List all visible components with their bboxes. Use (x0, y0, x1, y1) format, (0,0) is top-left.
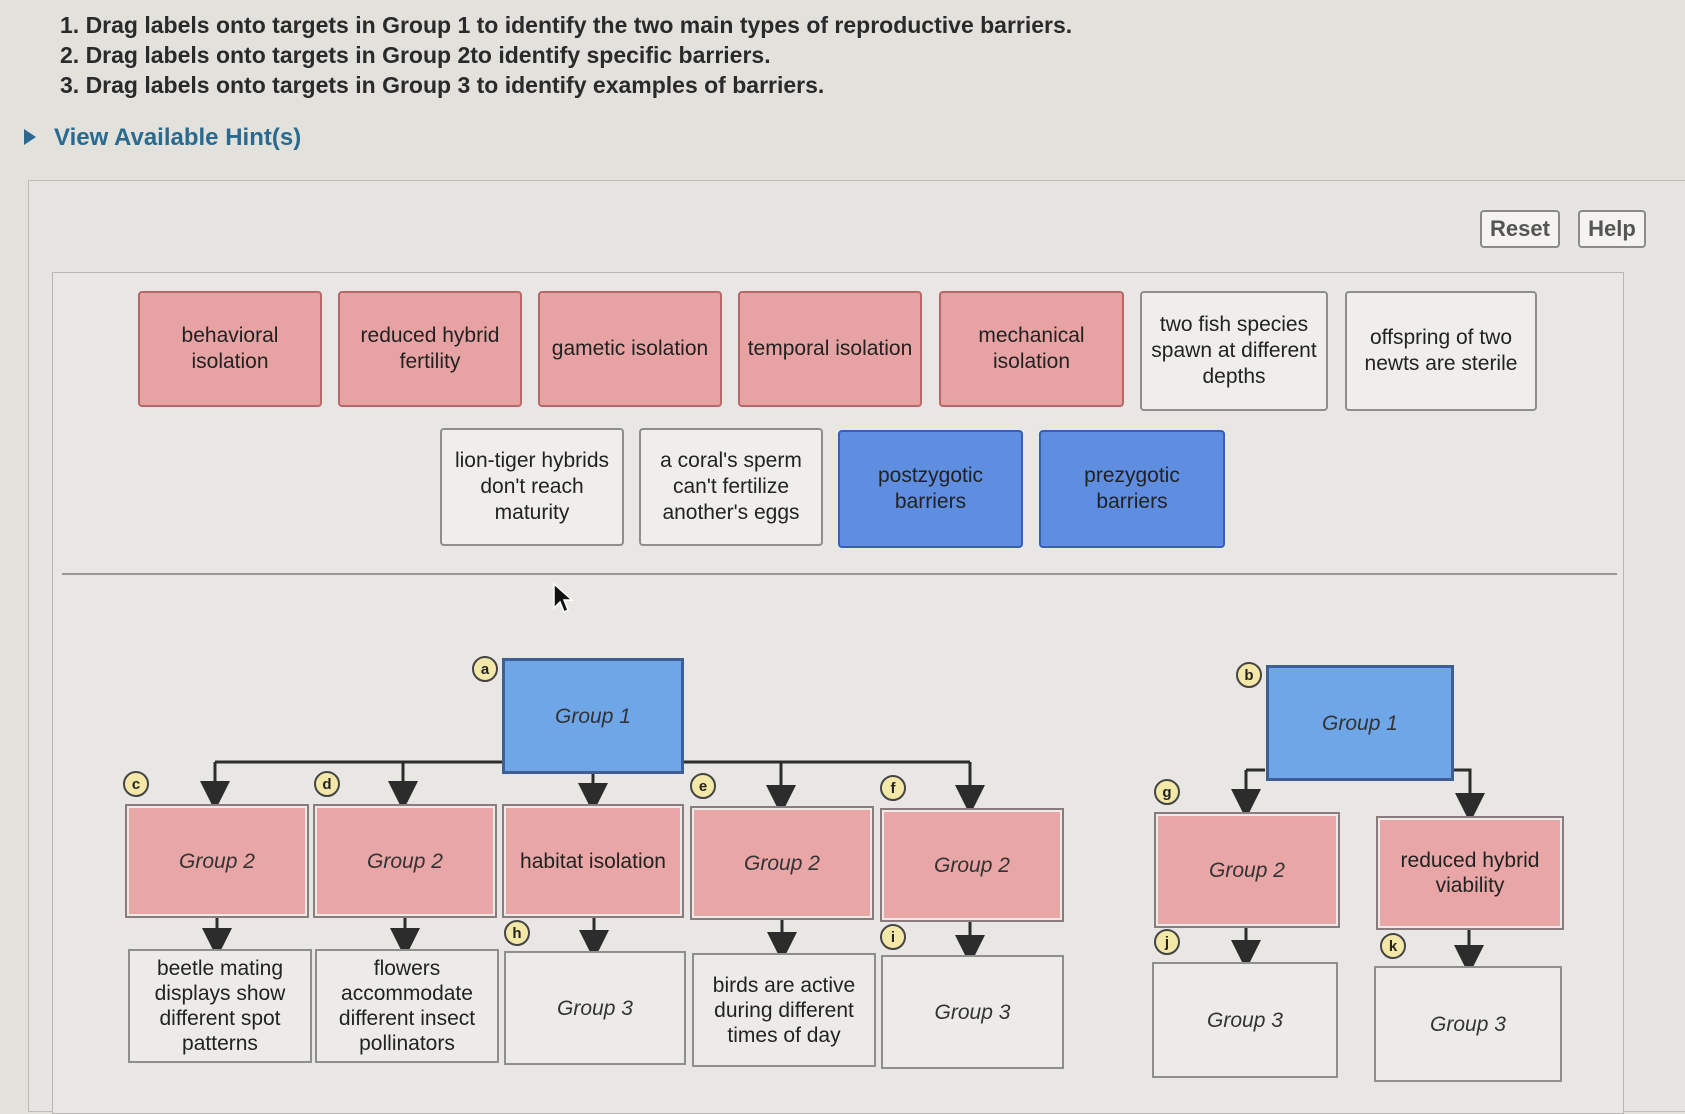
drop-target-group2-f[interactable]: Group 2 (880, 808, 1064, 922)
badge-f: f (880, 775, 906, 801)
label-newt-offspring-sterile[interactable]: offspring of two newts are sterile (1345, 291, 1537, 411)
expand-triangle-icon (24, 128, 36, 145)
badge-e: e (690, 773, 716, 799)
placeholder-text: Group 3 (557, 996, 633, 1020)
placeholder-text: Group 3 (934, 1000, 1011, 1024)
placed-label-text: reduced hybrid viability (1400, 849, 1540, 897)
drop-target-group2-e[interactable]: Group 2 (690, 806, 874, 920)
instruction-2: 2. Drag labels onto targets in Group 2to… (60, 42, 771, 68)
placeholder-text: Group 2 (934, 853, 1010, 877)
badge-g: g (1154, 779, 1180, 805)
label-fish-spawn-depths[interactable]: two fish species spawn at different dept… (1140, 291, 1328, 411)
placed-label-flowers-pollinators[interactable]: flowers accommodate different insect pol… (315, 949, 499, 1063)
drop-target-group3-i[interactable]: Group 3 (881, 955, 1064, 1069)
placed-label-habitat-isolation[interactable]: habitat isolation (502, 804, 684, 918)
placed-label-text: beetle mating displays show different sp… (154, 957, 286, 1055)
placed-label-reduced-hybrid-viability[interactable]: reduced hybrid viability (1376, 816, 1564, 930)
placed-label-beetle-mating[interactable]: beetle mating displays show different sp… (128, 949, 312, 1063)
badge-d: d (314, 771, 340, 797)
instruction-3: 3. Drag labels onto targets in Group 3 t… (60, 72, 825, 98)
placed-label-birds-active[interactable]: birds are active during different times … (692, 953, 876, 1067)
placeholder-text: Group 1 (1322, 711, 1398, 735)
instructions-list: 1. Drag labels onto targets in Group 1 t… (60, 10, 1072, 100)
placeholder-text: Group 2 (1209, 858, 1285, 882)
badge-b: b (1236, 662, 1262, 688)
label-behavioral-isolation[interactable]: behavioral isolation (138, 291, 322, 407)
drop-target-group2-g[interactable]: Group 2 (1154, 812, 1340, 928)
badge-a: a (472, 656, 498, 682)
badge-i: i (880, 924, 906, 950)
label-gametic-isolation[interactable]: gametic isolation (538, 291, 722, 407)
placeholder-text: Group 2 (179, 849, 255, 873)
view-hints-label: View Available Hint(s) (54, 124, 302, 151)
view-hints-link[interactable]: View Available Hint(s) (24, 124, 301, 152)
label-postzygotic-barriers[interactable]: postzygotic barriers (838, 430, 1023, 548)
badge-j: j (1154, 929, 1180, 955)
reset-button[interactable]: Reset (1480, 210, 1560, 248)
label-coral-sperm[interactable]: a coral's sperm can't fertilize another'… (639, 428, 823, 546)
label-reduced-hybrid-fertility[interactable]: reduced hybrid fertility (338, 291, 522, 407)
placed-label-text: birds are active during different times … (712, 973, 856, 1047)
drop-target-group2-c[interactable]: Group 2 (125, 804, 309, 918)
label-prezygotic-barriers[interactable]: prezygotic barriers (1039, 430, 1225, 548)
placeholder-text: Group 3 (1430, 1012, 1506, 1036)
label-bank-divider (62, 573, 1617, 575)
drop-target-group2-d[interactable]: Group 2 (313, 804, 497, 918)
drop-target-group3-h[interactable]: Group 3 (504, 951, 686, 1065)
label-mechanical-isolation[interactable]: mechanical isolation (939, 291, 1124, 407)
badge-k: k (1380, 933, 1406, 959)
placeholder-text: Group 2 (367, 849, 443, 873)
badge-h: h (504, 920, 530, 946)
drop-target-group1-a[interactable]: Group 1 (502, 658, 684, 774)
placeholder-text: Group 3 (1207, 1008, 1283, 1032)
drop-target-group1-b[interactable]: Group 1 (1266, 665, 1454, 781)
mouse-pointer-icon (553, 582, 574, 614)
label-temporal-isolation[interactable]: temporal isolation (738, 291, 922, 407)
badge-c: c (123, 771, 149, 797)
help-button[interactable]: Help (1578, 210, 1646, 248)
drop-target-group3-k[interactable]: Group 3 (1374, 966, 1562, 1082)
label-lion-tiger-hybrids[interactable]: lion-tiger hybrids don't reach maturity (440, 428, 624, 546)
placed-label-text: habitat isolation (520, 849, 666, 873)
instruction-1: 1. Drag labels onto targets in Group 1 t… (60, 12, 1073, 38)
drop-target-group3-j[interactable]: Group 3 (1152, 962, 1338, 1078)
placed-label-text: flowers accommodate different insect pol… (338, 957, 476, 1055)
placeholder-text: Group 2 (744, 851, 820, 875)
placeholder-text: Group 1 (555, 704, 631, 728)
